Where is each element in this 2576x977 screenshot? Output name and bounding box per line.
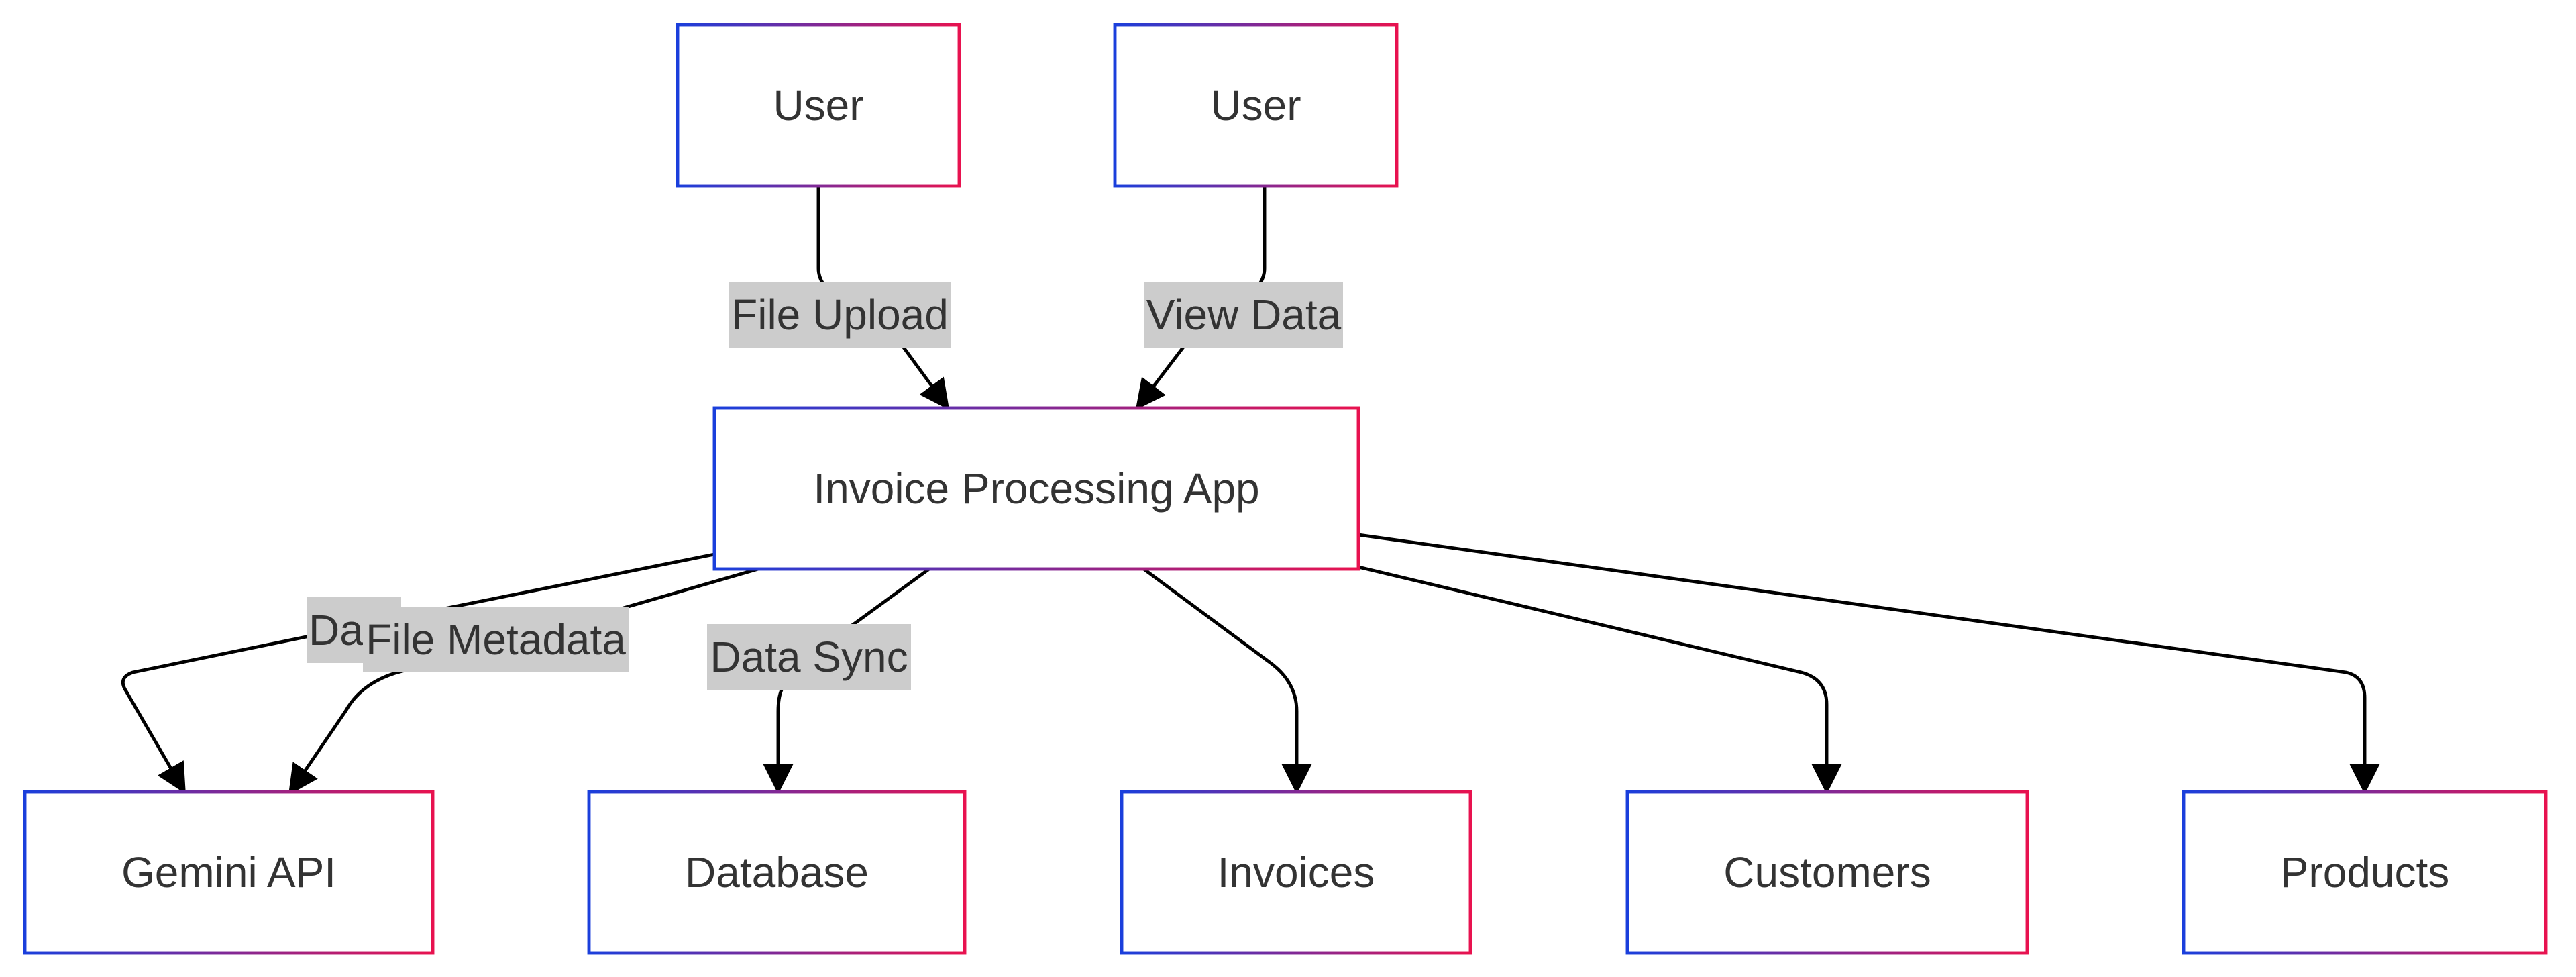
edge-label-file-upload: File Upload <box>729 282 951 348</box>
node-invoice-processing-app[interactable]: Invoice Processing App <box>712 406 1360 571</box>
node-label: Products <box>2280 848 2450 896</box>
node-label: Gemini API <box>121 848 336 896</box>
node-user-view[interactable]: User <box>1113 23 1399 188</box>
edge-app-to-database <box>778 567 931 792</box>
node-box <box>23 790 435 955</box>
edge-label-background <box>363 607 629 672</box>
edge-label-text: View Data <box>1146 291 1342 339</box>
edge-app-to-customers <box>1356 565 1842 794</box>
edge-app-to-invoices <box>1142 567 1312 794</box>
node-user-upload[interactable]: User <box>676 23 961 188</box>
node-label: Invoices <box>1218 848 1375 896</box>
node-label: Database <box>685 848 869 896</box>
node-gemini-api[interactable]: Gemini API <box>23 790 435 955</box>
node-box <box>1120 790 1472 955</box>
node-box <box>1113 23 1399 188</box>
node-label: User <box>1210 81 1301 130</box>
edge-app-to-products <box>1356 533 2380 794</box>
edge-label-text: Data Sync <box>710 633 908 681</box>
edge-label-data-sync: Data Sync <box>707 624 911 690</box>
node-box <box>712 406 1360 571</box>
node-box <box>587 790 967 955</box>
edge-label-background <box>707 624 911 690</box>
node-label: Invoice Processing App <box>813 464 1259 513</box>
node-label: Customers <box>1723 848 1931 896</box>
edge-label-text: Da <box>309 606 364 654</box>
edge-label-background <box>1144 282 1343 348</box>
edge-app-to-gemini-extraction <box>121 551 723 794</box>
node-box <box>676 23 961 188</box>
node-products[interactable]: Products <box>2182 790 2548 955</box>
edge-label-view-data: View Data <box>1144 282 1343 348</box>
node-label: User <box>773 81 863 130</box>
node-box <box>2182 790 2548 955</box>
edge-label-text: File Metadata <box>366 615 626 664</box>
edge-label-text: File Upload <box>731 291 949 339</box>
node-customers[interactable]: Customers <box>1625 790 2029 955</box>
edge-label-file-metadata: File Metadata <box>363 607 629 672</box>
edge-label-background <box>729 282 951 348</box>
node-invoices[interactable]: Invoices <box>1120 790 1472 955</box>
node-database[interactable]: Database <box>587 790 967 955</box>
node-box <box>1625 790 2029 955</box>
